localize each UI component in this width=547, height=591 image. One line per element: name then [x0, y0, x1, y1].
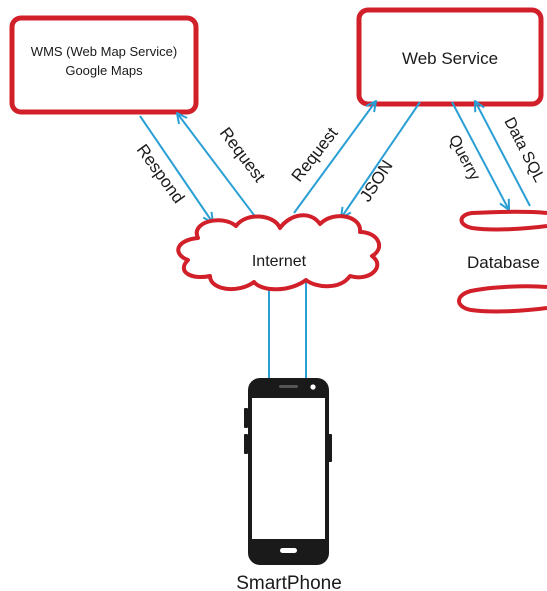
- internet-node: Internet: [176, 213, 382, 292]
- database-node: Database: [457, 209, 547, 314]
- phone-internet-links: [268, 282, 307, 380]
- database-bottom-ring: [457, 284, 547, 314]
- request-web-arrow: [293, 101, 376, 214]
- wms-subtitle: Google Maps: [65, 63, 143, 78]
- querry-arrow: [451, 101, 509, 210]
- phone-screen: [252, 398, 325, 539]
- web-service-label: Web Service: [402, 49, 498, 68]
- phone-home-button: [280, 548, 297, 553]
- internet-cloud: [176, 213, 382, 292]
- respond-arrow: [139, 115, 213, 223]
- smartphone-node: [244, 378, 332, 565]
- json-arrow: [341, 101, 421, 218]
- phone-speaker: [279, 385, 298, 388]
- json-label: JSON: [356, 157, 397, 205]
- data-sql-arrow: [475, 101, 531, 207]
- phone-camera: [310, 384, 316, 390]
- data-sql-label: Data SQL: [500, 115, 547, 185]
- web-service-node: Web Service: [356, 7, 544, 107]
- wms-node: WMS (Web Map Service) Google Maps: [9, 15, 199, 115]
- internet-label: Internet: [252, 253, 307, 270]
- querry-label: Querry: [445, 132, 483, 183]
- request-web-label: Request: [288, 124, 342, 186]
- smartphone-label: SmartPhone: [236, 573, 342, 591]
- phone-side-button-left-bottom: [244, 434, 248, 454]
- database-label: Database: [467, 253, 540, 272]
- wms-internet-connectors: Respond Request: [133, 113, 269, 223]
- web-database-connectors: Querry Data SQL: [445, 101, 547, 210]
- database-top-ring: [459, 209, 547, 232]
- request-wms-arrow: [177, 113, 261, 224]
- phone-side-button-left-top: [244, 408, 248, 428]
- web-internet-connectors: Request JSON: [288, 101, 421, 218]
- wms-title: WMS (Web Map Service): [31, 44, 177, 59]
